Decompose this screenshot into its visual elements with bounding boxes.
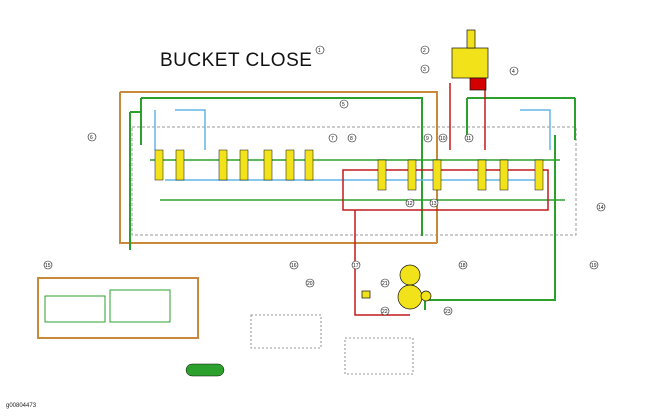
pump-supply-line-a: [140, 97, 576, 236]
callout-marker: [351, 260, 361, 270]
callout-marker: [305, 278, 315, 288]
callout-label: 23: [445, 309, 451, 315]
engine-block: [361, 290, 371, 299]
valve-spool: [218, 149, 228, 181]
pilot-line-outer: [119, 91, 438, 244]
callout-label: 8: [350, 136, 353, 142]
valve-spool-bank: [154, 149, 544, 191]
auxiliary-valve-box-1: [250, 314, 322, 349]
callout-marker: [464, 133, 474, 143]
callout-marker: [596, 202, 606, 212]
diagram-title: BUCKET CLOSE: [160, 50, 313, 71]
pump-2: [397, 284, 423, 310]
callout-label: 10: [440, 136, 446, 142]
callout-marker: [589, 260, 599, 270]
callout-marker: [429, 198, 439, 208]
valve-spool: [175, 149, 185, 181]
bucket-cylinder-body: [451, 47, 489, 79]
valve-spool: [499, 159, 509, 191]
valve-spool: [239, 149, 249, 181]
callout-marker: [289, 260, 299, 270]
pump-3: [420, 290, 432, 302]
figure-id: g00804473: [6, 403, 37, 409]
callout-label: 19: [591, 263, 597, 269]
valve-spool: [263, 149, 273, 181]
callout-labels: 1 2 3 4 5 6 7 8 9 10 11 12 13 14 15 16 1…: [45, 48, 604, 315]
valve-spool: [304, 149, 314, 181]
callout-marker: [458, 260, 468, 270]
callout-marker: [43, 260, 53, 270]
callout-label: 14: [598, 205, 604, 211]
callout-label: 4: [512, 69, 515, 75]
callout-label: 15: [45, 263, 51, 269]
callout-label: 16: [291, 263, 297, 269]
callout-label: 18: [460, 263, 466, 269]
callout-label: 11: [466, 136, 471, 142]
callout-marker: [420, 45, 430, 55]
callout-label: 17: [353, 263, 359, 269]
main-control-valve-housing: [131, 126, 577, 236]
callout-marker: [380, 278, 390, 288]
callout-label: 5: [342, 102, 345, 108]
callout-label: 7: [331, 136, 334, 142]
callout-marker: [443, 306, 453, 316]
pump-supply-line-c: [150, 159, 565, 201]
pilot-valve-group-right: [109, 289, 171, 323]
pilot-valve-group-left: [44, 295, 106, 323]
callout-marker: [405, 198, 415, 208]
callout-marker: [423, 133, 433, 143]
pilot-manifold-box: [37, 277, 199, 339]
callout-marker: [380, 306, 390, 316]
callout-marker: [509, 66, 519, 76]
callout-marker: [420, 64, 430, 74]
bucket-cylinder-rod: [466, 29, 476, 49]
callout-label: 21: [382, 281, 388, 287]
callout-marker: [438, 133, 448, 143]
valve-spool: [285, 149, 295, 181]
valve-spool: [534, 159, 544, 191]
callout-label: 9: [426, 136, 429, 142]
callout-label: 6: [90, 135, 93, 141]
callout-marker: [87, 132, 97, 142]
callout-label: 13: [431, 201, 437, 207]
callout-marker: [328, 133, 338, 143]
callout-label: 22: [382, 309, 388, 315]
valve-spool: [407, 159, 417, 191]
callout-label: 1: [318, 48, 321, 54]
return-line: [154, 109, 551, 181]
callout-label: 3: [423, 67, 426, 73]
callout-label: 2: [423, 48, 426, 54]
callout-marker: [339, 99, 349, 109]
pump-supply-line-b: [129, 111, 556, 310]
callout-label: 20: [307, 281, 313, 287]
hydraulic-tank: [185, 363, 225, 377]
valve-spool: [377, 159, 387, 191]
high-pressure-circuit: [342, 83, 549, 316]
valve-spool: [477, 159, 487, 191]
callout-marker: [315, 45, 325, 55]
auxiliary-valve-box-2: [344, 337, 414, 375]
callout-label: 12: [407, 201, 413, 207]
bucket-cylinder-head: [469, 77, 487, 91]
pump-1: [399, 264, 421, 286]
callout-marker: [347, 133, 357, 143]
callout-markers: [43, 45, 606, 316]
valve-spool: [154, 149, 164, 181]
valve-spool: [432, 159, 442, 191]
